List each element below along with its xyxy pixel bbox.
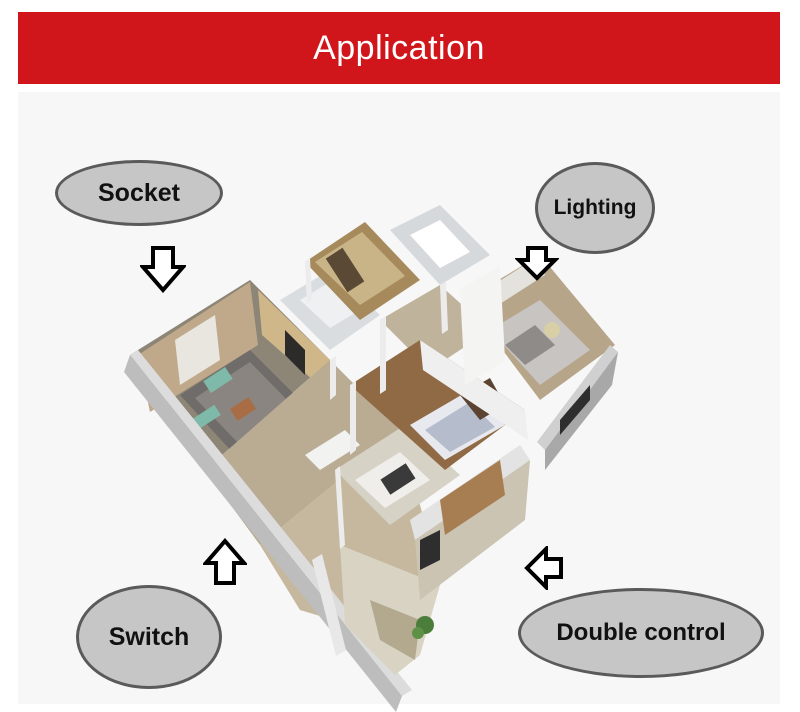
switch-label: Switch bbox=[108, 622, 190, 651]
apartment-walls bbox=[124, 205, 618, 712]
page-title: Application bbox=[313, 28, 485, 67]
double-control-label: Double control bbox=[556, 619, 726, 646]
lighting-callout: Lighting bbox=[535, 162, 655, 254]
lighting-label: Lighting bbox=[553, 196, 637, 219]
arrow-down-icon bbox=[515, 246, 559, 281]
arrow-down-icon bbox=[140, 246, 186, 293]
socket-callout: Socket bbox=[55, 160, 223, 226]
header-banner: Application bbox=[18, 12, 780, 84]
arrow-left-icon bbox=[524, 546, 563, 590]
switch-callout: Switch bbox=[76, 585, 222, 689]
double-control-callout: Double control bbox=[518, 588, 764, 678]
socket-label: Socket bbox=[98, 178, 180, 207]
arrow-up-icon bbox=[203, 538, 247, 585]
